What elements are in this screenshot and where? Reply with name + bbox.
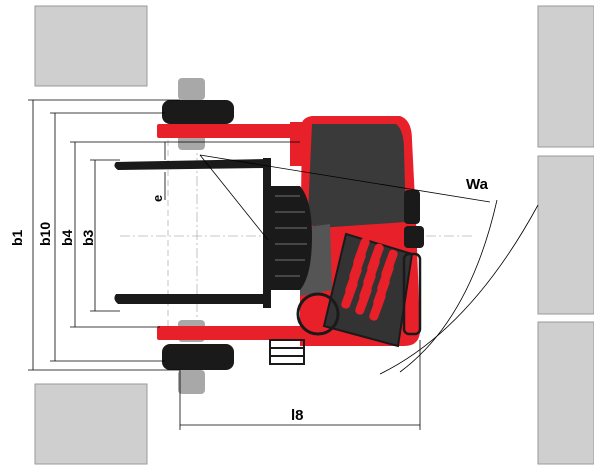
dim-label-b3: b3	[80, 229, 96, 246]
carriage	[263, 158, 271, 308]
rack-block-right-1	[537, 5, 594, 148]
steering-wheel	[296, 292, 340, 336]
l8-dimension-line	[179, 340, 421, 430]
rack-block-top-left	[34, 5, 148, 87]
mast-cylinder	[268, 186, 312, 290]
chassis-arm-bottom	[157, 326, 307, 340]
rack-blocks	[34, 5, 594, 465]
forks	[114, 159, 269, 304]
tire-bottom	[162, 344, 234, 370]
front-tires	[162, 100, 234, 370]
fork-top	[114, 159, 269, 170]
seat-slots	[341, 237, 398, 321]
dim-label-e: e	[150, 195, 165, 202]
operator-roof	[308, 124, 406, 228]
dim-label-l8: l8	[291, 407, 304, 424]
seat-panel	[296, 232, 422, 348]
rack-block-right-2	[537, 155, 594, 315]
mast-assembly	[263, 158, 312, 308]
tire-top	[162, 100, 234, 124]
chassis-arm-top	[157, 124, 302, 138]
rack-block-right-3	[537, 321, 594, 465]
ladder-step	[269, 339, 305, 365]
fork-bottom	[114, 294, 269, 304]
turning-arcs	[199, 154, 539, 375]
dim-label-b1: b1	[9, 229, 25, 246]
dim-label-b4: b4	[59, 229, 75, 246]
rack-block-bottom-left	[34, 383, 148, 465]
dim-label-b10: b10	[37, 222, 53, 246]
chassis-frame	[157, 122, 307, 340]
vertical-dimension-lines	[28, 99, 300, 371]
dim-label-wa: Wa	[466, 176, 489, 193]
